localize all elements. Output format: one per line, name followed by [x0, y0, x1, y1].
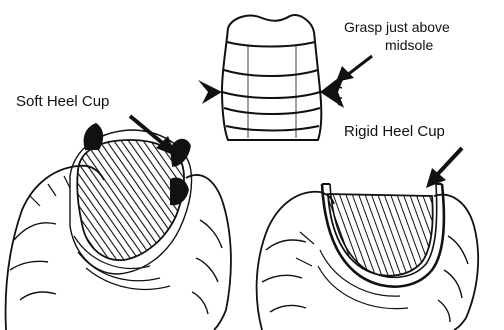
rigid-heel-cup-drawing — [257, 184, 479, 330]
soft-heel-cup-label: Soft Heel Cup — [16, 93, 109, 110]
rigid-heel-cup-arrow — [426, 148, 462, 188]
shoe-midsole-line — [224, 108, 320, 114]
left-hand-fingers — [262, 240, 306, 312]
shoe-band — [222, 92, 320, 98]
left-hand-outline — [257, 192, 334, 330]
rigid-heel-cup-label: Rigid Heel Cup — [344, 123, 445, 140]
soft-pinch-shadow — [170, 178, 188, 204]
right-hand-fingers — [192, 220, 222, 314]
grasp-label-line1: Grasp just above — [344, 19, 450, 35]
rigid-heel-counter — [328, 194, 433, 276]
right-hand-fingers — [438, 236, 468, 322]
grasp-arrow — [336, 56, 372, 82]
left-hand-knuckles — [30, 176, 70, 206]
soft-heel-cup-drawing — [6, 124, 231, 330]
right-hand-outline — [434, 195, 478, 330]
shoe-band — [224, 70, 318, 76]
grasp-label-line2: midsole — [385, 37, 433, 53]
shoe-heel-rear-view — [222, 15, 321, 140]
shoe-sole-line — [226, 126, 319, 131]
rigid-thumb-shadow — [296, 232, 314, 266]
soft-heel-counter — [77, 140, 184, 260]
grasp-triangle-left — [198, 80, 222, 104]
left-hand-fingers — [10, 223, 56, 300]
soft-collar-left — [84, 124, 102, 150]
shoe-band — [227, 42, 315, 47]
shoe-collar — [228, 15, 314, 32]
right-hand-outline — [186, 175, 231, 330]
